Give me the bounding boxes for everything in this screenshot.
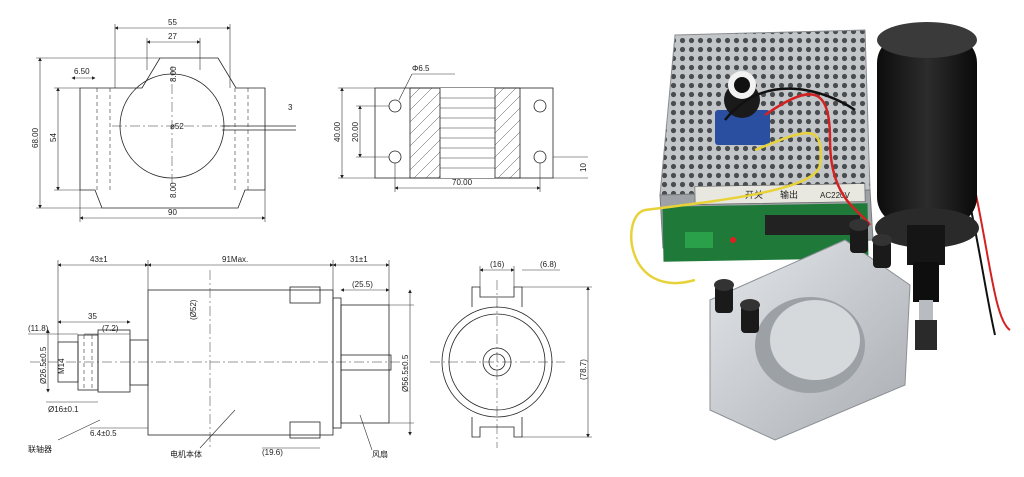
dim-top-height: 40.00 [333,121,342,142]
dim-collar: Ø16±0.1 [48,405,79,414]
dim-bore: ø52 [170,122,184,131]
label-coupler: 联轴器 [28,444,52,454]
dim-top-edge: 10 [579,163,588,172]
label-voltage: AC220V [820,191,850,200]
dim-hole: Φ6.5 [412,64,430,73]
dim-body-height: 54 [49,133,58,142]
top-view: Φ6.5 40.00 20.00 70.00 10 [333,64,588,192]
dim-fan-offset: (19.6) [262,448,283,457]
dim-body-len: 91Max. [222,255,248,264]
dim-coupler-a: (11.8) [28,324,49,333]
aluminum-clamp [709,219,911,441]
dim-total-height: 68.00 [31,127,40,148]
wire-black [724,87,856,121]
side-view: 43±1 91Max. 31±1 (25.5) (Ø52) 35 (11.8) … [28,255,414,459]
dim-top-gap: 8.00 [169,66,178,82]
dim-flange: 6.4±0.5 [90,429,117,438]
label-fan: 风扇 [372,449,388,459]
dim-top-width: 27 [168,32,177,41]
dim-inner-fan: (25.5) [352,280,373,289]
end-view: (16) (6.8) (78.7) [430,260,592,448]
dim-bottom-gap: 8.00 [169,182,178,198]
label-motor-body: 电机本体 [170,449,202,459]
product-photo: 开关 输出 AC220V [630,22,1011,441]
dim-body-dia: (Ø52) [189,299,198,320]
dim-base-width: 90 [168,208,177,217]
dim-top-length: 70.00 [452,178,473,187]
wire-red [764,93,872,226]
spindle-motor [875,22,979,350]
dim-shaft-dia: Ø26.5±0.5 [39,346,48,384]
dim-shaft-step: 35 [88,312,97,321]
label-output: 输出 [780,189,798,200]
dim-coupler-b: (7.2) [102,324,119,333]
dim-end-top-a: (16) [490,260,505,269]
dim-hole-spacing: 20.00 [351,121,360,142]
dim-end-top-b: (6.8) [540,260,557,269]
dim-coupler-len: 43±1 [90,255,108,264]
dim-end-height: (78.7) [579,359,588,380]
dim-side-step: 6.50 [74,67,90,76]
dim-overall-width: 55 [168,18,177,27]
front-view: 55 27 6.50 8.00 8.00 ø52 3 68.00 54 90 [31,18,296,222]
dim-fan-dia: Ø56.5±0.5 [401,354,410,392]
dim-slot: 3 [288,103,293,112]
dim-thread: M14 [57,358,66,374]
wire-motor-red [974,189,1011,331]
potentiometer-knob [715,71,770,145]
technical-drawing: 55 27 6.50 8.00 8.00 ø52 3 68.00 54 90 [28,18,592,459]
wire-yellow [630,131,822,284]
dim-fan-len: 31±1 [350,255,368,264]
